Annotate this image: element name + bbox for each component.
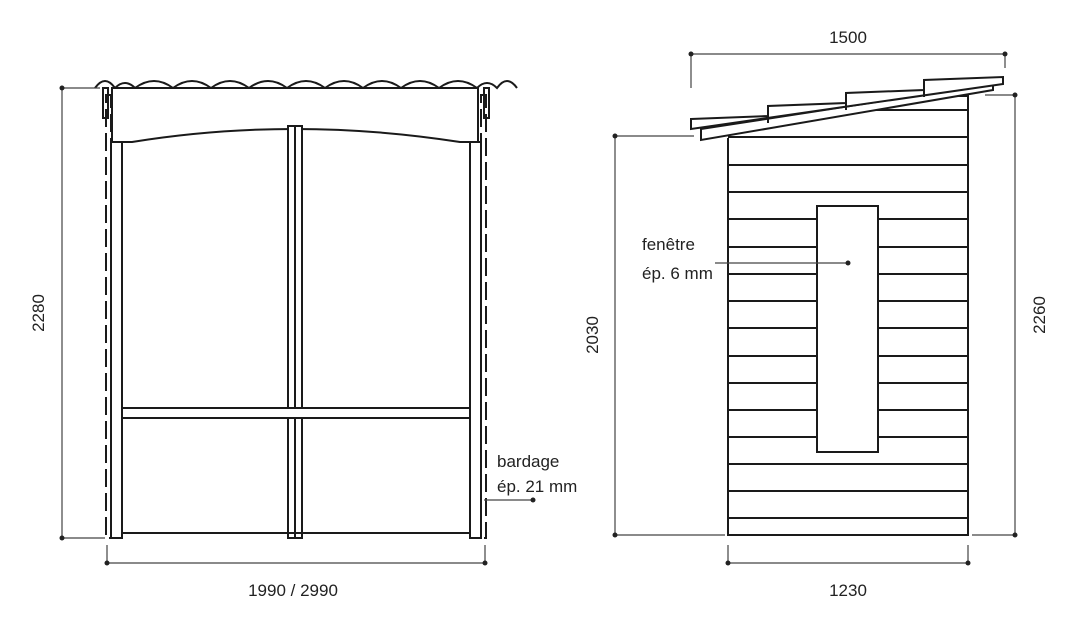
cladding-annotation: bardage ép. 21 mm xyxy=(484,452,577,503)
cladding-label-line1: bardage xyxy=(497,452,559,471)
roof-width-dimension: 1500 xyxy=(688,28,1008,88)
height-label: 2280 xyxy=(29,294,48,332)
corrugated-roof xyxy=(94,80,518,90)
width-dimension: 1990 / 2990 xyxy=(104,545,488,600)
left-post xyxy=(110,141,123,539)
roof-width-label: 1500 xyxy=(829,28,867,47)
right-post xyxy=(469,141,482,539)
window-annotation: fenêtre ép. 6 mm xyxy=(642,235,851,283)
width-label: 1990 / 2990 xyxy=(248,581,338,600)
side-width-dimension: 1230 xyxy=(725,545,971,600)
cladding-label-line2: ép. 21 mm xyxy=(497,477,577,496)
roof-fascia xyxy=(111,87,479,143)
window-label-line1: fenêtre xyxy=(642,235,695,254)
side-view: 1500 2030 2260 1230 fenêtre ép. 6 mm xyxy=(583,28,1049,600)
front-height-dimension: 2030 xyxy=(583,133,725,538)
horizontal-rail xyxy=(121,407,471,419)
back-height-label: 2260 xyxy=(1030,296,1049,334)
window xyxy=(816,205,879,453)
height-dimension: 2280 xyxy=(29,85,105,541)
back-height-dimension: 2260 xyxy=(972,92,1049,538)
window-label-line2: ép. 6 mm xyxy=(642,264,713,283)
front-height-label: 2030 xyxy=(583,316,602,354)
side-width-label: 1230 xyxy=(829,581,867,600)
front-view: 2280 1990 / 2990 bardage ép. 21 mm xyxy=(29,80,577,600)
